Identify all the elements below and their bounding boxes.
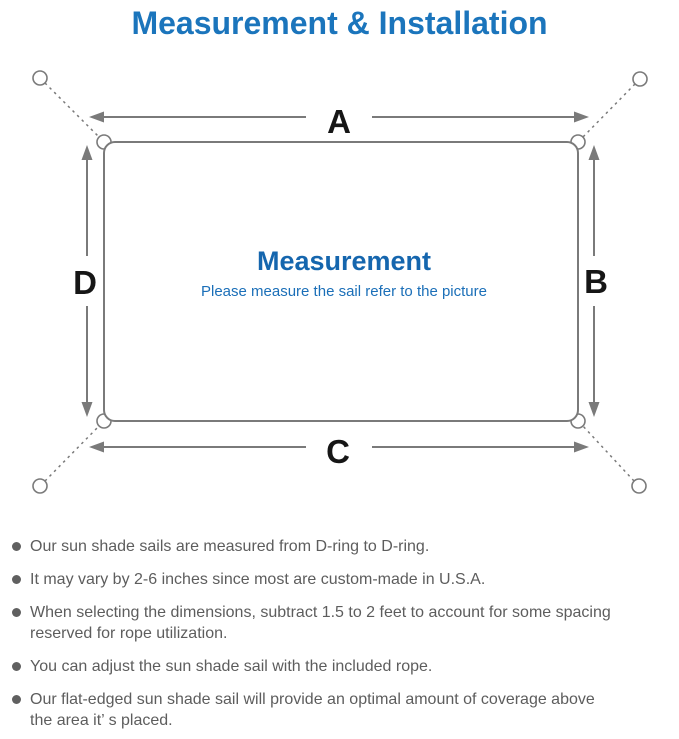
list-item: Our flat-edged sun shade sail will provi… [0, 689, 679, 731]
page-title: Measurement & Installation [131, 5, 548, 41]
sail-measurement-diagram: A C D B Measurement Please measure the s… [32, 70, 648, 494]
diagram-heading: Measurement [257, 246, 431, 276]
list-item: It may vary by 2-6 inches since most are… [0, 569, 679, 590]
note-text: You can adjust the sun shade sail with t… [30, 658, 433, 675]
tether-line-top-right [581, 83, 636, 139]
anchor-ring-top-left-icon [32, 70, 48, 86]
anchor-ring-top-right-icon [632, 71, 648, 87]
note-text: It may vary by 2-6 inches since most are… [30, 571, 486, 588]
tether-lines [44, 82, 636, 482]
diagram-subtitle: Please measure the sail refer to the pic… [201, 283, 487, 300]
notes-list: Our sun shade sails are measured from D-… [0, 510, 679, 739]
bullet-icon [12, 608, 21, 617]
note-text: Our sun shade sails are measured from D-… [30, 538, 430, 555]
list-item: Our sun shade sails are measured from D-… [0, 536, 679, 557]
tether-line-top-left [44, 82, 101, 139]
bullet-icon [12, 575, 21, 584]
dimension-arrow-a [89, 111, 589, 123]
note-text: When selecting the dimensions, subtract … [30, 604, 611, 642]
tether-line-bottom-right [581, 424, 635, 482]
anchor-ring-bottom-right-icon [631, 478, 647, 494]
dimension-arrow-d [81, 145, 93, 417]
tether-line-bottom-left [44, 424, 101, 482]
dimension-arrow-c [89, 441, 589, 453]
list-item: When selecting the dimensions, subtract … [0, 602, 679, 644]
list-item: You can adjust the sun shade sail with t… [0, 656, 679, 677]
dimension-label-a: A [327, 103, 351, 140]
dimension-label-d: D [73, 264, 97, 301]
bullet-icon [12, 695, 21, 704]
dimension-label-c: C [326, 433, 350, 470]
anchor-ring-bottom-left-icon [32, 478, 48, 494]
note-text: Our flat-edged sun shade sail will provi… [30, 691, 595, 729]
anchor-rings [32, 70, 648, 494]
dimension-label-b: B [584, 263, 608, 300]
bullet-icon [12, 662, 21, 671]
bullet-icon [12, 542, 21, 551]
sail-outline [103, 141, 579, 422]
dimension-arrow-b [588, 145, 600, 417]
